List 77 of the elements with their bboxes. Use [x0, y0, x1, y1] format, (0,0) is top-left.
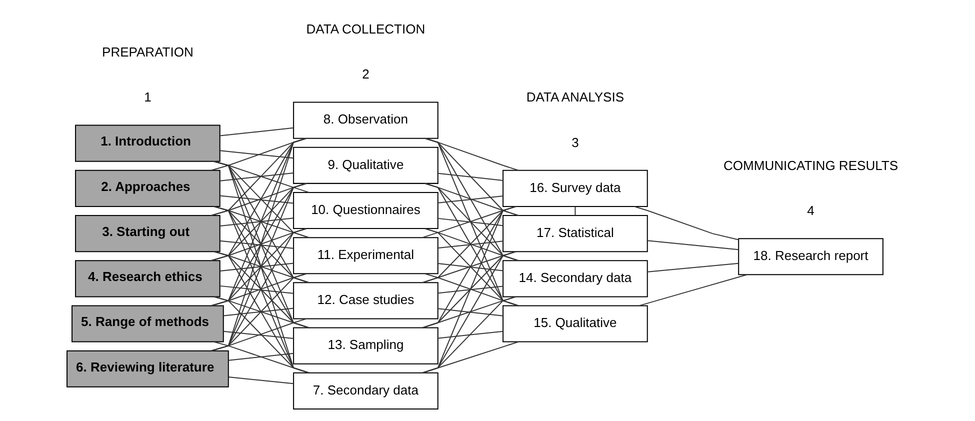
node-box: 7. Secondary data [292, 372, 438, 410]
connector [574, 206, 576, 216]
connector [437, 240, 504, 249]
connector [424, 138, 518, 262]
label: 1 [144, 90, 151, 105]
connector [213, 206, 309, 374]
connector [424, 183, 518, 216]
node-box: 2. Approaches [74, 170, 220, 207]
connector [424, 273, 518, 306]
node-box: 3. Starting out [74, 215, 220, 252]
node-box: 10. Questionnaires [292, 192, 438, 230]
connector [424, 228, 518, 306]
connector [213, 160, 309, 328]
connector [634, 206, 739, 240]
connector [219, 195, 294, 204]
connector [638, 274, 747, 306]
node-box: 9. Qualitative [292, 146, 438, 184]
connector [210, 318, 306, 352]
label: DATA ANALYSIS [526, 90, 624, 105]
connector [210, 138, 306, 352]
connector [424, 183, 518, 306]
node-box: 18. Research report [738, 238, 883, 276]
connector [210, 273, 306, 352]
connector [219, 240, 294, 249]
connector [424, 183, 518, 262]
label: PREPARATION [102, 44, 193, 60]
node-box: 13. Sampling [292, 327, 438, 364]
connector [424, 138, 518, 216]
node-box: 16. Survey data [502, 170, 648, 207]
label: 3 [571, 134, 578, 150]
connector [424, 138, 518, 306]
connector [437, 308, 504, 316]
connector [210, 183, 306, 352]
node-box: 1. Introduction [74, 124, 220, 162]
node-box: 12. Case studies [292, 282, 438, 320]
node-box: 14. Secondary data [502, 260, 648, 298]
connector [213, 251, 309, 328]
node-box: 15. Qualitative [502, 305, 648, 342]
connector [437, 218, 504, 226]
connector [219, 127, 294, 136]
connector [213, 296, 309, 328]
connector [421, 206, 516, 374]
label: 2 [362, 66, 369, 82]
connector [213, 206, 309, 328]
connector [222, 308, 294, 316]
node-box: 4. Research ethics [74, 260, 220, 298]
node-box: 5. Range of methods [71, 305, 224, 342]
connector [213, 341, 309, 374]
connector [228, 376, 294, 384]
node-box: 6. Reviewing literature [66, 350, 228, 388]
connector [421, 251, 516, 374]
connector [213, 160, 309, 374]
connector [219, 172, 294, 182]
connector [646, 262, 738, 272]
connector [210, 228, 306, 352]
label: 4 [806, 202, 814, 218]
connector [437, 330, 504, 339]
connector [219, 218, 294, 226]
connector [421, 251, 516, 328]
connector [437, 196, 504, 204]
connector [213, 296, 309, 374]
connector [421, 206, 516, 328]
node-box: 17. Statistical [502, 215, 648, 252]
connector [437, 263, 504, 272]
connector [646, 240, 738, 250]
connector [228, 352, 294, 361]
connector [219, 150, 294, 159]
label: COMMUNICATING RESULTS [723, 158, 898, 173]
node-box: 8. Observation [292, 102, 438, 139]
connector [437, 172, 504, 182]
node-box: 11. Experimental [292, 237, 438, 274]
connector [437, 286, 504, 294]
connector [222, 330, 294, 340]
connector [219, 262, 294, 272]
connector [213, 251, 309, 374]
label: DATA COLLECTION [306, 21, 425, 36]
connector [219, 285, 294, 294]
